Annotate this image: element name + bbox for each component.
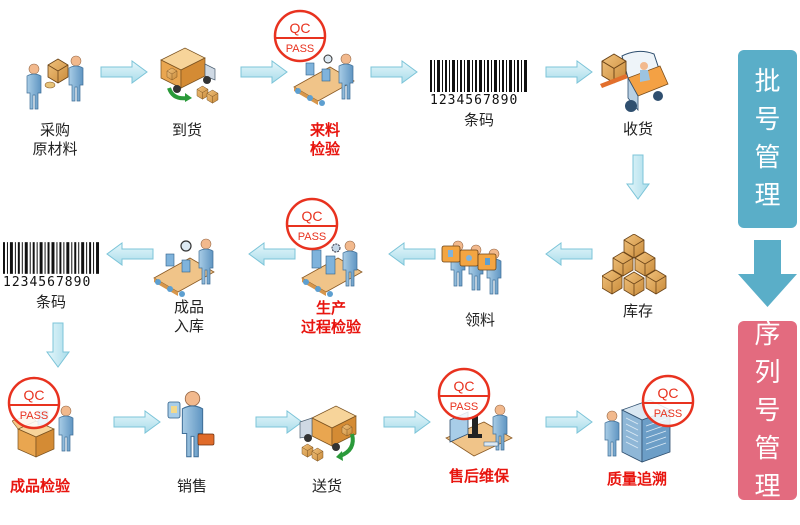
- stacked-boxes-icon: [601, 233, 677, 299]
- flow-arrow-left: [248, 242, 296, 266]
- label-line: 成品: [173, 298, 204, 316]
- label-line: 库存: [622, 302, 653, 320]
- barcode-number: 1234567890: [3, 275, 92, 290]
- flow-arrow-left: [106, 242, 154, 266]
- node-label-incoming-inspection: 来料 检验: [265, 121, 385, 159]
- node-label-traceability: 质量追溯: [577, 470, 697, 489]
- node-label-material-pick: 领料: [420, 311, 540, 330]
- node-label-sales: 销售: [132, 477, 252, 496]
- flow-arrow-down: [46, 322, 70, 368]
- batch-number-management-panel: 批 号 管 理: [738, 50, 797, 228]
- node-label-barcode: 条码: [419, 111, 539, 130]
- flow-arrow-left: [388, 242, 436, 266]
- panel-char: 号: [754, 395, 781, 426]
- stamp-top: QC: [290, 20, 311, 36]
- label-line: 领料: [464, 311, 495, 329]
- panel-char: 号: [754, 105, 781, 135]
- node-label-process-inspection: 生产 过程检验: [271, 299, 391, 337]
- stamp-top: QC: [302, 208, 323, 224]
- flow-arrow-right: [255, 410, 303, 434]
- qc-pass-stamp-icon: QC PASS: [437, 367, 491, 421]
- label-line: 送货: [311, 477, 342, 495]
- node-label-final-inspection: 成品检验: [0, 477, 100, 496]
- flow-arrow-right: [240, 60, 288, 84]
- qc-pass-stamp-icon: QC PASS: [273, 9, 327, 63]
- conveyor-inspector-icon: [292, 45, 362, 110]
- node-label-finished-storage: 成品 入库: [129, 298, 249, 336]
- serial-number-management-panel: 序 列 号 管 理: [738, 320, 797, 502]
- stamp-top: QC: [454, 378, 475, 394]
- panel-char: 管: [754, 143, 781, 173]
- salesman-icon: [164, 388, 224, 460]
- flow-arrow-right: [545, 410, 593, 434]
- qc-pass-stamp-icon: QC PASS: [7, 376, 61, 430]
- label-line: 生产: [315, 299, 346, 317]
- flow-arrow-right: [383, 410, 431, 434]
- stamp-bottom: PASS: [298, 231, 327, 243]
- node-label-receiving: 收货: [578, 120, 698, 139]
- label-line: 质量追溯: [606, 470, 667, 488]
- barcode-number: 1234567890: [430, 93, 519, 108]
- stamp-bottom: PASS: [20, 410, 49, 422]
- label-line: 来料: [309, 121, 340, 139]
- label-line: 售后维保: [448, 467, 509, 485]
- flow-arrow-right: [545, 60, 593, 84]
- conveyor-worker-icon: [300, 232, 365, 302]
- panel-char: 理: [754, 181, 781, 211]
- label-line: 收货: [622, 120, 653, 138]
- big-down-arrow-icon: [738, 240, 797, 307]
- flow-arrow-down: [626, 154, 650, 200]
- stamp-bottom: PASS: [286, 43, 315, 55]
- panel-char: 理: [754, 471, 781, 502]
- qc-pass-stamp-icon: QC PASS: [641, 374, 695, 428]
- node-label-delivery: 送货: [267, 477, 387, 496]
- label-line: 销售: [176, 477, 207, 495]
- stamp-top: QC: [24, 387, 45, 403]
- workers-carrying-boxes-icon: [440, 228, 515, 303]
- label-line: 检验: [309, 140, 340, 158]
- label-line: 到货: [171, 121, 202, 139]
- panel-char: 序: [754, 319, 781, 350]
- box-inspector-icon: [11, 395, 82, 465]
- node-label-barcode2: 条码: [0, 293, 111, 312]
- stamp-top: QC: [658, 385, 679, 401]
- lab-microscope-icon: [444, 398, 514, 464]
- label-line: 采购: [39, 121, 70, 139]
- node-label-after-sales: 售后维保: [419, 467, 539, 486]
- label-line: 过程检验: [300, 318, 361, 336]
- barcode-icon: [430, 60, 527, 92]
- flow-arrow-left: [545, 242, 593, 266]
- conveyor-inspector-icon: [152, 232, 222, 302]
- stamp-bottom: PASS: [450, 401, 479, 413]
- label-line: 条码: [463, 111, 494, 129]
- label-line: 入库: [173, 317, 204, 335]
- node-label-arrival: 到货: [127, 121, 247, 140]
- people-handoff-box-icon: [18, 45, 93, 120]
- panel-char: 列: [754, 357, 781, 388]
- node-label-inventory: 库存: [578, 302, 698, 321]
- flow-arrow-right: [100, 60, 148, 84]
- label-line: 成品检验: [9, 477, 70, 495]
- truck-unload-icon: [155, 42, 220, 107]
- panel-char: 批: [754, 67, 781, 97]
- flow-arrow-right: [113, 410, 161, 434]
- label-line: 原材料: [32, 140, 78, 158]
- label-line: 条码: [35, 293, 66, 311]
- forklift-icon: [598, 48, 680, 118]
- qc-pass-stamp-icon: QC PASS: [285, 197, 339, 251]
- stamp-bottom: PASS: [654, 408, 683, 420]
- node-label-purchase: 采购 原材料: [0, 121, 115, 159]
- truck-load-icon: [296, 400, 362, 465]
- flow-arrow-right: [370, 60, 418, 84]
- barcode-icon: [3, 242, 100, 274]
- panel-char: 管: [754, 433, 781, 464]
